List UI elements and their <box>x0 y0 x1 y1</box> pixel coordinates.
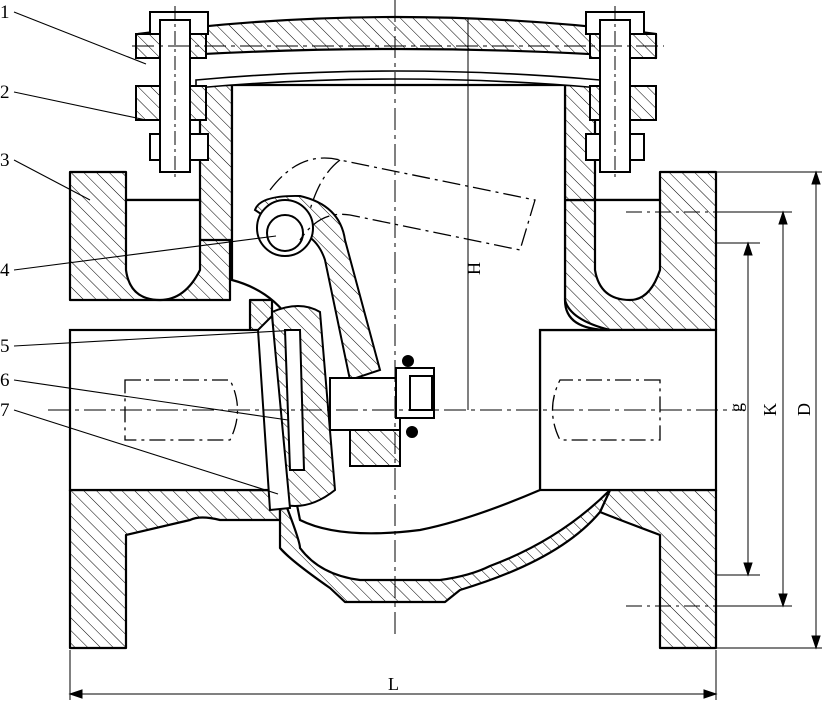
dim-label-k: K <box>760 403 780 416</box>
bolt-right <box>585 6 657 180</box>
dim-label-g: g <box>726 403 746 412</box>
callout-labels: 1 2 3 4 5 6 7 <box>0 2 10 421</box>
bore-phantom-slots <box>124 379 661 441</box>
lower-belly <box>278 488 612 604</box>
dimension-lines <box>68 17 822 700</box>
leader-lines <box>13 11 299 495</box>
callout-1: 1 <box>0 2 10 23</box>
disc-nut-assembly <box>329 355 435 467</box>
disc-face <box>256 313 292 512</box>
dim-label-h: H <box>464 262 484 275</box>
callout-3: 3 <box>0 150 10 171</box>
right-flange-lower <box>598 488 718 650</box>
left-flange-lower <box>68 488 282 650</box>
callout-5: 5 <box>0 336 10 357</box>
right-bowl <box>593 198 662 302</box>
bonnet-cover <box>136 15 658 60</box>
disc <box>256 305 337 512</box>
dimension-labels: H L g K D <box>388 262 814 694</box>
bolt-left <box>135 6 209 180</box>
dim-label-l: L <box>388 674 399 694</box>
callout-4: 4 <box>0 260 10 281</box>
callout-7: 7 <box>0 400 10 421</box>
left-bowl <box>124 198 202 302</box>
hinge-pin <box>256 199 314 257</box>
callout-2: 2 <box>0 82 10 103</box>
disc-open-phantom <box>269 157 536 251</box>
centerlines <box>48 0 745 635</box>
callout-6: 6 <box>0 370 10 391</box>
dim-label-d: D <box>794 403 814 416</box>
